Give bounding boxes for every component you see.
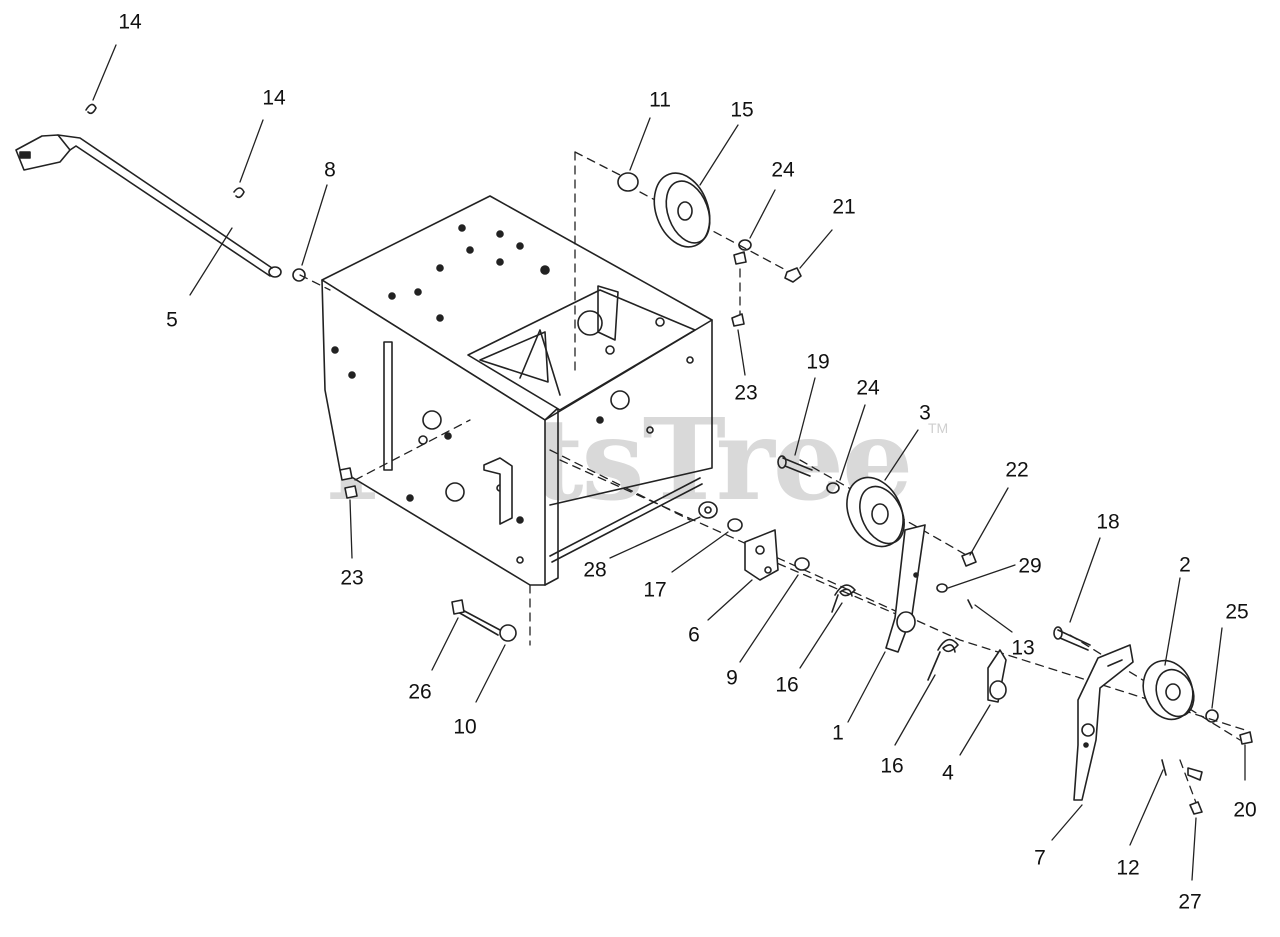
idler-pulley-3 xyxy=(778,456,976,608)
bracket xyxy=(745,530,778,580)
brake-arm xyxy=(1074,645,1133,800)
part-label: 2 xyxy=(1179,553,1191,577)
part-label: 28 xyxy=(583,558,607,582)
part-label: 4 xyxy=(942,761,954,785)
pulley-2 xyxy=(1135,654,1252,744)
part-label: 14 xyxy=(118,10,142,34)
part-label: 24 xyxy=(856,376,880,400)
idler-pulley-upper xyxy=(618,165,801,326)
part-label: 7 xyxy=(1034,846,1046,870)
part-label: 20 xyxy=(1233,798,1257,822)
part-label: 3 xyxy=(919,401,931,425)
part-label: 12 xyxy=(1116,856,1140,880)
part-label: 5 xyxy=(166,308,178,332)
part-label: 16 xyxy=(775,673,799,697)
frame-housing xyxy=(322,196,712,585)
part-label: 23 xyxy=(734,381,758,405)
shift-rod xyxy=(16,135,281,277)
part-label: 14 xyxy=(262,86,286,110)
torsion-spring xyxy=(832,585,855,612)
part-label: 21 xyxy=(832,195,856,219)
part-label: 10 xyxy=(453,715,477,739)
idler-arm xyxy=(886,525,925,652)
part-label: 23 xyxy=(340,566,364,590)
part-label: 6 xyxy=(688,623,700,647)
leader-lines xyxy=(93,45,1245,880)
hairpin-clip xyxy=(234,188,244,197)
part-label: 25 xyxy=(1225,600,1249,624)
part-label: 22 xyxy=(1005,458,1029,482)
part-label: 26 xyxy=(408,680,432,704)
part-label: 11 xyxy=(649,88,671,112)
part-label: 18 xyxy=(1096,510,1120,534)
hairpin-clip xyxy=(86,104,96,113)
bushing xyxy=(293,269,305,281)
part-label: 29 xyxy=(1018,554,1042,578)
part-label: 1 xyxy=(832,721,844,745)
watermark-trademark: TM xyxy=(928,420,949,436)
part-label: 24 xyxy=(771,158,795,182)
part-label: 19 xyxy=(806,350,830,374)
axle-rod xyxy=(550,478,702,562)
part-label: 16 xyxy=(880,754,904,778)
part-label: 13 xyxy=(1011,636,1035,660)
part-label: 8 xyxy=(324,158,336,182)
part-label: 27 xyxy=(1178,890,1202,914)
part-label: 15 xyxy=(730,98,754,122)
part-label: 9 xyxy=(726,666,738,690)
torsion-spring xyxy=(928,640,958,680)
part-label: 17 xyxy=(643,578,667,602)
